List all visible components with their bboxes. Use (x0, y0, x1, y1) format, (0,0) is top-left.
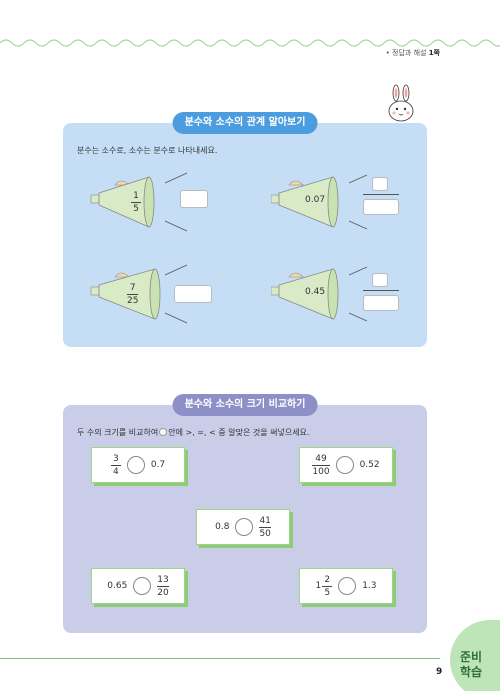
top-wave-decoration (0, 39, 500, 47)
chapter-badge-label: 준비 학습 (459, 650, 483, 679)
comparison-circle[interactable] (126, 456, 145, 474)
comparison-circle[interactable] (133, 577, 152, 595)
right-decimal: 0.52 (359, 460, 380, 470)
circle-icon (159, 428, 168, 436)
page-number: 9 (436, 667, 443, 677)
footer-line (0, 658, 440, 659)
megaphone-icon (271, 174, 368, 230)
answer-ref-label: • 정답과 해설 (385, 49, 429, 57)
answer-numerator-box-2[interactable] (372, 177, 388, 191)
fraction-decimal-relation-panel: 분수와 소수의 관계 알아보기 분수는 소수로, 소수는 분수로 나타내세요. … (63, 112, 427, 347)
answer-box-3[interactable] (174, 285, 212, 303)
decimal-value: 0.45 (305, 287, 326, 297)
answer-numerator-box-4[interactable] (372, 273, 388, 287)
megaphone-item-4: 0.45 (271, 261, 391, 341)
answer-denominator-box-2[interactable] (363, 199, 399, 215)
comparison-circle[interactable] (335, 456, 354, 474)
answer-box-1[interactable] (180, 190, 208, 208)
section1-instruction: 분수는 소수로, 소수는 분수로 나타내세요. (77, 146, 218, 155)
answer-reference: • 정답과 해설 1쪽 (386, 48, 440, 58)
section2-title: 분수와 소수의 크기 비교하기 (172, 394, 318, 416)
left-decimal: 0.8 (215, 522, 230, 532)
answer-ref-page: 1쪽 (428, 49, 440, 57)
megaphone-icon (90, 172, 188, 232)
left-decimal: 0.65 (107, 581, 128, 591)
section1-title: 분수와 소수의 관계 알아보기 (172, 112, 318, 134)
comparison-circle[interactable] (338, 577, 357, 595)
comparison-circle[interactable] (235, 518, 254, 536)
answer-fraction-bar-2 (363, 194, 399, 195)
decimal-value: 0.07 (305, 195, 326, 205)
right-decimal: 0.7 (150, 460, 166, 470)
bunny-mascot-icon (388, 84, 414, 122)
megaphone-item-2: 0.07 (271, 169, 391, 249)
right-decimal: 1.3 (362, 581, 377, 591)
megaphone-icon (271, 266, 368, 322)
answer-denominator-box-4[interactable] (363, 295, 399, 311)
answer-fraction-bar-4 (363, 290, 399, 291)
